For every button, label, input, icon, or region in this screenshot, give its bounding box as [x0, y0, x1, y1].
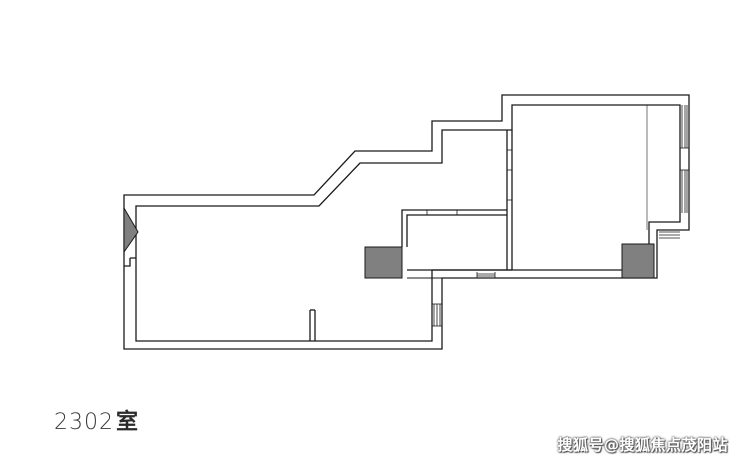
room-number: 2302 — [54, 410, 114, 435]
window-right-mid — [680, 169, 689, 213]
room-number-label: 2302室 — [54, 404, 139, 436]
window-bottom-right — [659, 231, 680, 239]
room-suffix: 室 — [116, 410, 140, 435]
column-left-center — [364, 246, 403, 279]
window-right-top — [680, 105, 689, 149]
window-left-lower — [432, 303, 442, 327]
column-right — [621, 243, 655, 279]
door-marks-small-room — [426, 149, 512, 215]
window-corridor — [476, 272, 496, 278]
outer-wall — [123, 94, 690, 350]
small-room-wall — [401, 209, 507, 247]
entry-notch — [124, 257, 136, 267]
watermark-text: 搜狐号@搜狐焦点茂阳站 — [557, 436, 728, 454]
column-left-wedge — [123, 206, 139, 254]
inner-wall — [135, 104, 681, 342]
